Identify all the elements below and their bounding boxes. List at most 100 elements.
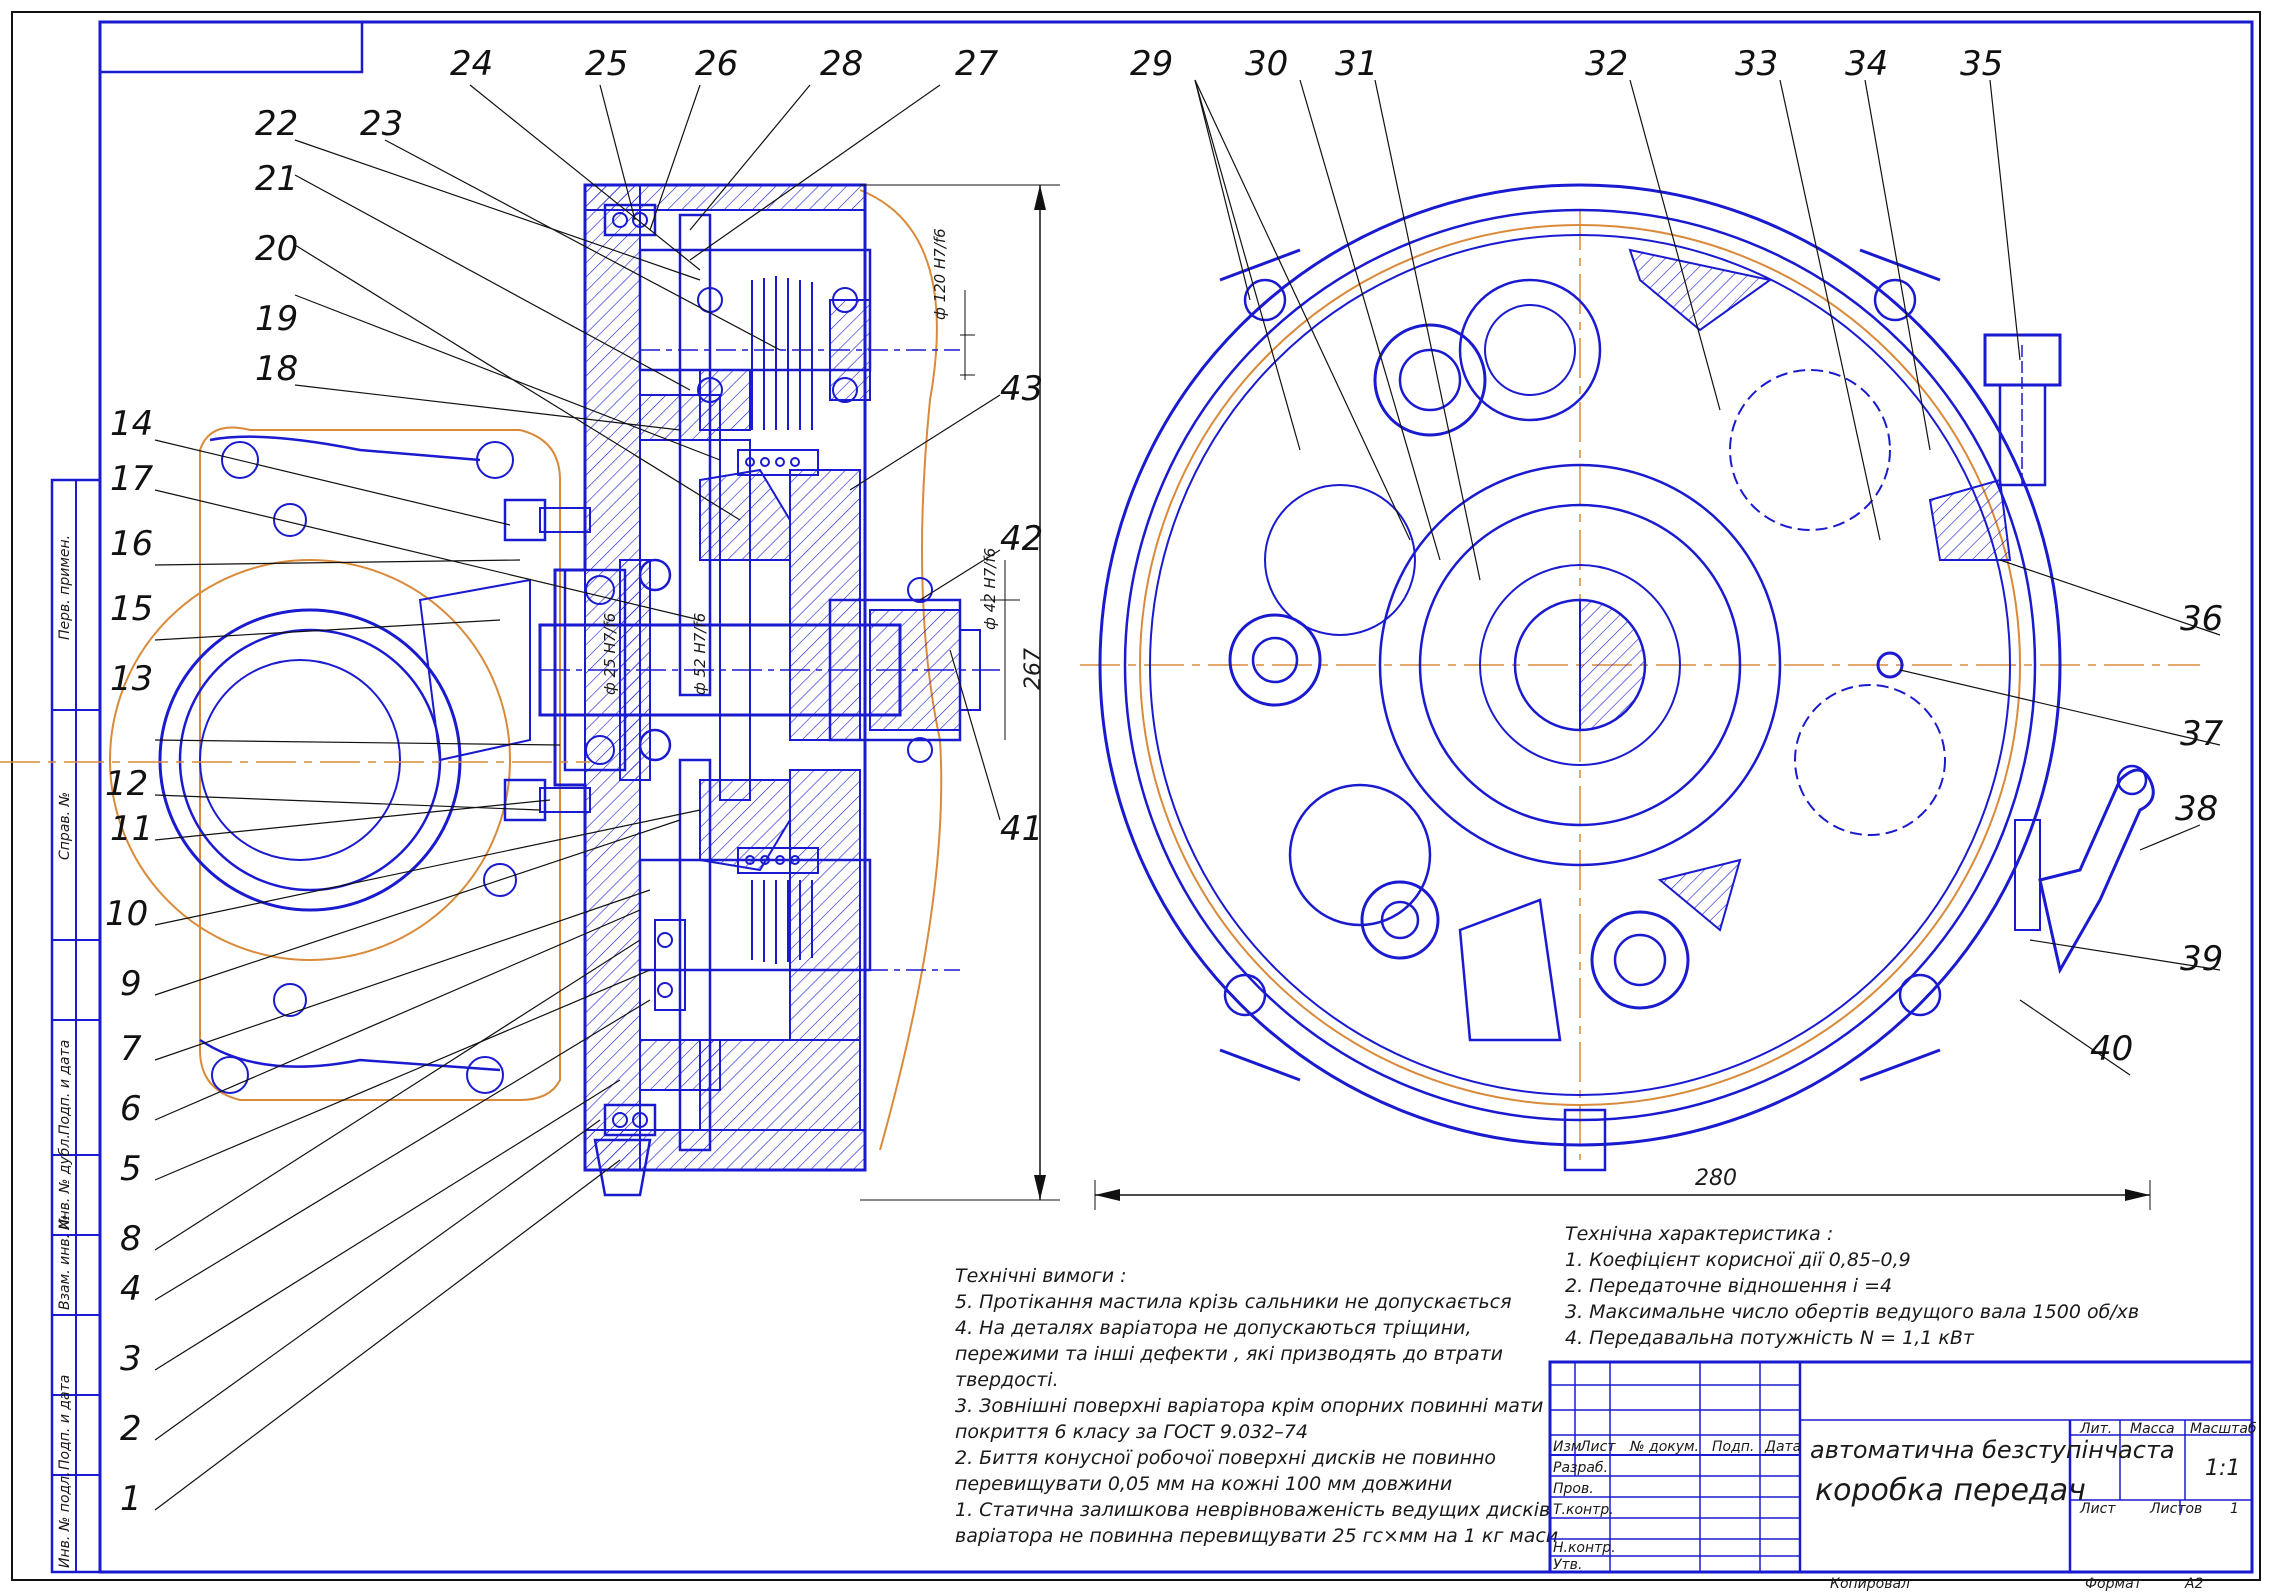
tb-masshtab: Масштаб [2190,1421,2257,1437]
label-26: 26 [695,44,738,84]
tech-req-line: твердості. [955,1369,1059,1391]
stamp-podp-data-2: Подп. и дата [57,1375,73,1470]
stamp-sprav: Справ. № [57,792,73,860]
label-32: 32 [1585,44,1628,84]
gearbox-housing [553,183,867,1172]
technical-characteristics: Технічна характеристика : 1. Коефіцієнт … [1565,1223,2139,1349]
tech-req-line: 4. На деталях варіатора не допускаються … [955,1317,1472,1339]
label-20: 20 [255,229,298,269]
tb-row-nkontr: Н.контр. [1553,1540,1616,1556]
tb-col-izm: Изм [1553,1439,1582,1455]
label-13: 13 [110,659,153,699]
leader-lines [154,79,2221,1511]
label-23: 23 [360,104,403,144]
label-16: 16 [110,524,153,564]
tb-title-line1: автоматична безступінчаста [1810,1436,2175,1464]
lower-variator [603,847,960,1137]
tb-row-prov: Пров. [1553,1481,1594,1497]
tech-req-line: пережими та інші дефекти , які призводят… [955,1343,1503,1365]
label-9: 9 [120,964,142,1004]
part-labels: 1 2 3 4 5 6 7 8 9 10 11 12 13 14 15 16 1… [105,44,2224,1519]
upper-variator [603,203,960,476]
tb-format-value: А2 [2184,1576,2204,1592]
tb-copied: Копировал [1830,1576,1910,1592]
tech-req-line: перевищувати 0,05 мм на кожні 100 мм дов… [955,1473,1452,1495]
label-21: 21 [255,159,298,199]
label-33: 33 [1735,44,1778,84]
tb-sheet: Лист [2079,1501,2116,1517]
tb-col-data: Дата [1764,1439,1801,1455]
tech-req-line: 1. Статична залишкова неврівноваженість … [955,1499,1550,1521]
tb-sheets: Листов [2149,1501,2202,1517]
label-7: 7 [120,1029,142,1069]
tb-format: Формат [2085,1576,2143,1592]
label-10: 10 [105,894,148,934]
label-37: 37 [2180,714,2224,754]
label-38: 38 [2175,789,2218,829]
label-4: 4 [120,1269,142,1309]
dimension-267: 267 ф 120 H7/f6 ф 25 H7/f6 ф 52 H7/f6 ф … [601,184,1060,1201]
main-shaft [538,559,1000,781]
label-24: 24 [450,44,493,84]
tech-char-line: 1. Коефіцієнт корисної дії 0,85–0,9 [1565,1249,1911,1271]
dim-42-text: ф 42 H7/f6 [981,548,999,630]
label-14: 14 [110,404,153,444]
tech-char-line: 4. Передавальна потужність N = 1,1 кВт [1565,1327,1975,1349]
tech-req-title: Технічні вимоги : [955,1265,1126,1287]
label-17: 17 [110,459,154,499]
dim-52-text: ф 52 H7/f6 [691,613,709,695]
tb-row-tkontr: Т.контр. [1553,1502,1614,1518]
stamp-vzam-inv: Взам. инв. № [57,1215,73,1310]
tb-title-line2: коробка передач [1815,1473,2086,1508]
stamp-inv-podl: Инв. № подл. [57,1471,73,1568]
tb-scale-value: 1:1 [2205,1456,2240,1481]
housing-bolts [503,498,652,1197]
label-6: 6 [120,1089,142,1129]
dim-280-text: 280 [1695,1166,1737,1191]
tb-massa: Масса [2130,1421,2175,1437]
label-1: 1 [120,1479,142,1519]
label-25: 25 [585,44,628,84]
title-block: Изм Лист № докум. Подп. Дата Разраб. Про… [1548,1360,2257,1592]
label-29: 29 [1130,44,1173,84]
tb-row-utv: Утв. [1553,1557,1582,1573]
label-11: 11 [110,809,153,849]
shaft-bearings [638,287,858,762]
label-28: 28 [820,44,863,84]
label-31: 31 [1335,44,1378,84]
side-stamp: Перв. примен. Справ. № Подп. и дата Инв.… [50,478,102,1574]
dim-25-text: ф 25 H7/f6 [601,613,619,695]
label-34: 34 [1845,44,1888,84]
dim-267-text: 267 [1021,648,1046,690]
tb-col-list: Лист [1579,1439,1616,1455]
section-view: 267 ф 120 H7/f6 ф 25 H7/f6 ф 52 H7/f6 ф … [109,183,1060,1201]
label-12: 12 [105,764,148,804]
label-43: 43 [1000,369,1043,409]
tech-char-line: 3. Максимальне число обертів ведущого ва… [1565,1301,2139,1323]
tech-req-line: покриття 6 класу за ГОСТ 9.032–74 [955,1421,1308,1443]
label-39: 39 [2180,939,2223,979]
technical-requirements: Технічні вимоги : 5. Протікання мастила … [955,1265,1558,1547]
label-42: 42 [1000,519,1043,559]
tb-col-dokum: № докум. [1629,1439,1699,1455]
tech-req-line: варіатора не повинна перевищувати 25 гс×… [955,1525,1558,1547]
tb-sheets-value: 1 [2230,1501,2239,1517]
label-3: 3 [120,1339,142,1379]
label-35: 35 [1960,44,2003,84]
label-2: 2 [120,1409,142,1449]
label-30: 30 [1245,44,1288,84]
label-5: 5 [120,1149,142,1189]
stamp-inv-dubl: Инв. № дубл. [57,1134,73,1230]
tech-char-line: 2. Передаточне відношення і =4 [1565,1275,1892,1297]
label-22: 22 [255,104,298,144]
label-27: 27 [955,44,999,84]
tb-lit: Лит. [2079,1421,2112,1437]
tb-col-podp: Подп. [1712,1439,1754,1455]
label-41: 41 [1000,809,1043,849]
motor-flange [109,189,943,1151]
tech-req-line: 5. Протікання мастила крізь сальники не … [955,1291,1512,1313]
tb-row-razrab: Разраб. [1553,1460,1608,1476]
stamp-podp-data-1: Подп. и дата [57,1040,73,1135]
label-15: 15 [110,589,153,629]
